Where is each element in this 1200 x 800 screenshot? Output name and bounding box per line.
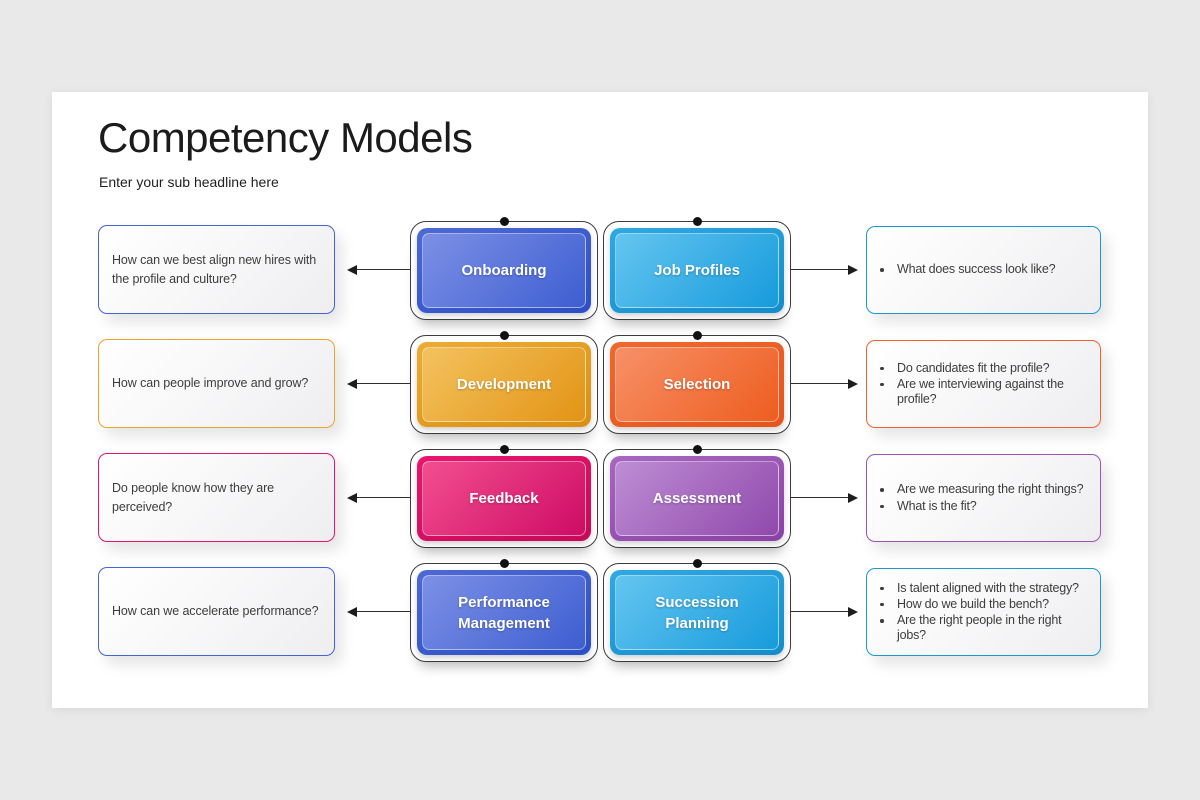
stage-box: Succession Planning xyxy=(610,570,784,655)
question-text: Do people know how they are perceived? xyxy=(112,480,274,514)
arrow-left-connector xyxy=(347,606,410,617)
answer-text: Is talent aligned with the strategy? xyxy=(897,580,1079,595)
question-text: How can people improve and grow? xyxy=(112,376,309,391)
answer-box: Are we measuring the right things?What i… xyxy=(866,454,1101,542)
arrowhead-right-icon xyxy=(848,606,858,617)
slide-canvas: Competency Models Enter your sub headlin… xyxy=(52,92,1148,708)
answer-item: What does success look like? xyxy=(867,262,1094,277)
bullet-icon xyxy=(880,504,884,508)
arrow-left-connector xyxy=(347,378,410,389)
arrowhead-left-icon xyxy=(347,492,357,503)
connector-dot-icon xyxy=(692,444,702,454)
arrow-right-connector xyxy=(791,492,858,503)
connector-dot-icon xyxy=(499,558,509,568)
question-text: How can we best align new hires with the… xyxy=(112,252,317,286)
stage-box-group: Job Profiles xyxy=(603,216,791,320)
answer-item: Are we interviewing against the profile? xyxy=(867,377,1094,408)
arrowhead-left-icon xyxy=(347,378,357,389)
stage-box: Performance Management xyxy=(417,570,591,655)
bullet-icon xyxy=(880,488,884,492)
arrowhead-left-icon xyxy=(347,606,357,617)
question-text: How can we accelerate performance? xyxy=(112,604,319,619)
stage-box-label: Feedback xyxy=(469,490,539,507)
answer-text: How do we build the bench? xyxy=(897,596,1049,611)
answer-item: Is talent aligned with the strategy? xyxy=(867,581,1094,596)
stage-box-label: Succession Planning xyxy=(655,593,739,632)
answer-text: What is the fit? xyxy=(897,498,977,513)
answer-text: Do candidates fit the profile? xyxy=(897,360,1050,375)
diagram-row-development: How can people improve and grow? Develop… xyxy=(52,327,1148,441)
arrow-right-connector xyxy=(791,606,858,617)
bullet-icon xyxy=(880,382,884,387)
arrowhead-left-icon xyxy=(347,264,357,275)
arrow-right-connector xyxy=(791,264,858,275)
stage-box-label: Job Profiles xyxy=(654,262,740,279)
connector-dot-icon xyxy=(499,444,509,454)
answer-text: Are we measuring the right things? xyxy=(897,482,1084,497)
bullet-icon xyxy=(880,366,884,371)
stage-box: Job Profiles xyxy=(610,228,784,313)
answer-box: Is talent aligned with the strategy?How … xyxy=(866,568,1101,656)
diagram-row-performance: How can we accelerate performance? Perfo… xyxy=(52,555,1148,669)
connector-dot-icon xyxy=(692,216,702,226)
stage-box-label: Onboarding xyxy=(461,262,547,279)
stage-box: Assessment xyxy=(610,456,784,541)
answer-item: Are the right people in the right jobs? xyxy=(867,613,1094,644)
stage-box-group: Selection xyxy=(603,330,791,434)
stage-box: Onboarding xyxy=(417,228,591,313)
answer-item: Do candidates fit the profile? xyxy=(867,361,1094,376)
stage-box-label: Selection xyxy=(663,376,731,393)
answer-item: What is the fit? xyxy=(867,499,1094,514)
stage-box-label: Assessment xyxy=(652,490,742,507)
diagram-row-onboarding: How can we best align new hires with the… xyxy=(52,213,1148,327)
diagram-row-feedback: Do people know how they are perceived? F… xyxy=(52,441,1148,555)
connector-dot-icon xyxy=(499,216,509,226)
arrow-right-connector xyxy=(791,378,858,389)
stage-box-group: Development xyxy=(410,330,598,434)
arrowhead-right-icon xyxy=(848,492,858,503)
arrow-left-connector xyxy=(347,492,410,503)
arrowhead-right-icon xyxy=(848,264,858,275)
stage-box: Selection xyxy=(610,342,784,427)
answer-text: What does success look like? xyxy=(897,262,1056,277)
diagram: How can we best align new hires with the… xyxy=(52,213,1148,669)
arrowhead-right-icon xyxy=(848,378,858,389)
answer-list: Do candidates fit the profile?Are we int… xyxy=(867,354,1100,415)
bullet-icon xyxy=(880,619,884,623)
answer-box: What does success look like? xyxy=(866,226,1101,314)
stage-box-group: Succession Planning xyxy=(603,558,791,662)
page-title: Competency Models xyxy=(98,114,473,161)
connector-dot-icon xyxy=(692,330,702,340)
answer-item: How do we build the bench? xyxy=(867,597,1094,612)
answer-text: Are we interviewing against the profile? xyxy=(897,376,1064,407)
answer-item: Are we measuring the right things? xyxy=(867,482,1094,497)
stage-box: Feedback xyxy=(417,456,591,541)
stage-box-label: Performance Management xyxy=(458,593,550,632)
arrow-left-connector xyxy=(347,264,410,275)
answer-text: Are the right people in the right jobs? xyxy=(897,613,1062,643)
stage-box-group: Assessment xyxy=(603,444,791,548)
bullet-icon xyxy=(880,586,884,590)
question-box: How can we best align new hires with the… xyxy=(98,225,335,314)
stage-box: Development xyxy=(417,342,591,427)
question-box: Do people know how they are perceived? xyxy=(98,453,335,542)
connector-dot-icon xyxy=(499,330,509,340)
page-subtitle: Enter your sub headline here xyxy=(99,174,279,190)
answer-list: Is talent aligned with the strategy?How … xyxy=(867,574,1100,651)
bullet-icon xyxy=(880,268,884,272)
question-box: How can people improve and grow? xyxy=(98,339,335,428)
stage-box-label: Development xyxy=(456,376,552,393)
connector-dot-icon xyxy=(692,558,702,568)
stage-box-group: Performance Management xyxy=(410,558,598,662)
answer-list: Are we measuring the right things?What i… xyxy=(867,475,1100,521)
answer-box: Do candidates fit the profile?Are we int… xyxy=(866,340,1101,428)
question-box: How can we accelerate performance? xyxy=(98,567,335,656)
stage-box-group: Onboarding xyxy=(410,216,598,320)
bullet-icon xyxy=(880,602,884,607)
answer-list: What does success look like? xyxy=(867,255,1100,284)
stage-box-group: Feedback xyxy=(410,444,598,548)
